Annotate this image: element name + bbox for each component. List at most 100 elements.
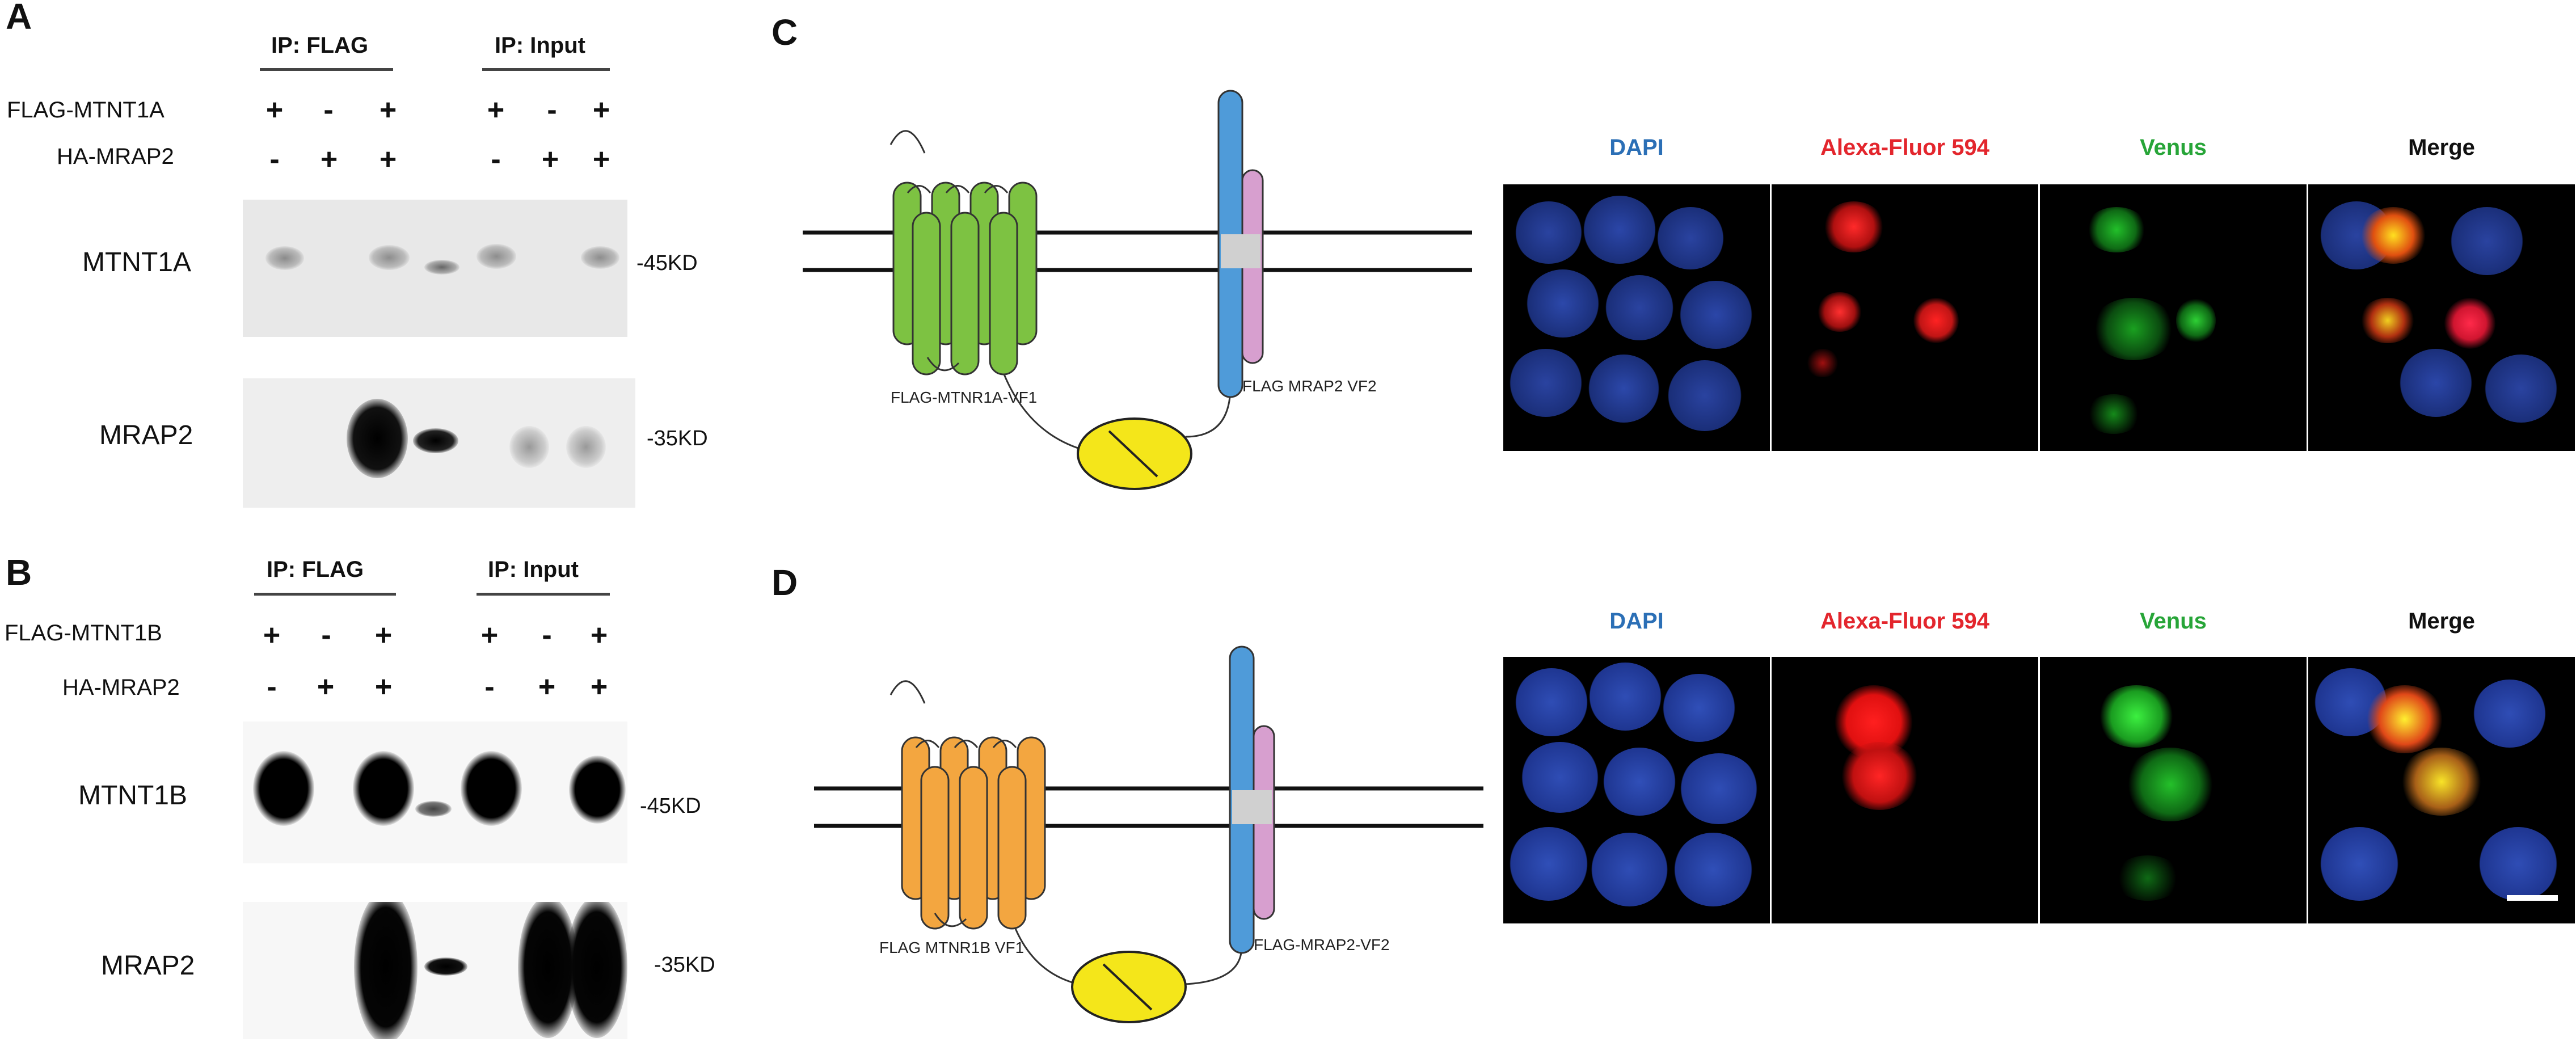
panel-c-diagram: FLAG-MTNR1A-VF1 FLAG MRAP2 VF2 <box>803 90 1472 490</box>
scale-bar <box>2507 895 2558 901</box>
nucleus <box>2399 349 2473 417</box>
venus-complement-icon <box>1077 417 1192 490</box>
sign-cell: + <box>480 619 499 652</box>
sign-cell: - <box>267 670 277 703</box>
blot-band <box>265 246 304 270</box>
panel-b-letter: B <box>6 552 32 593</box>
venus-complement-icon <box>1071 951 1187 1023</box>
sign-cell: - <box>269 143 280 176</box>
blot-band <box>413 428 458 453</box>
nucleus <box>2478 827 2558 901</box>
panel-a-blot-mtnt1a <box>243 200 627 337</box>
nucleus <box>1656 207 1725 269</box>
cell-signal <box>1840 742 1919 810</box>
nucleus <box>2484 355 2558 423</box>
sign-cell: + <box>374 670 393 703</box>
sign-cell: + <box>379 143 397 176</box>
panel-b-row2-label: HA-MRAP2 <box>62 675 180 700</box>
panel-a-ip-input-header: IP: Input <box>495 33 585 58</box>
panel-a-ip-flag-header: IP: FLAG <box>271 33 369 58</box>
cell-signal <box>1823 201 1885 252</box>
panel-a-blot-mrap2 <box>243 378 635 508</box>
panel-c-mrap-label: FLAG MRAP2 VF2 <box>1242 377 1377 395</box>
cell-signal <box>2097 685 2176 748</box>
panel-a-blot1-mw: -45KD <box>636 251 698 275</box>
panel-c-image-dapi <box>1503 184 1770 451</box>
sign-cell: + <box>265 94 284 126</box>
sign-cell: - <box>484 670 495 703</box>
nucleus <box>1515 201 1583 264</box>
sign-cell: - <box>547 94 557 126</box>
panel-a-blot1-label: MTNT1A <box>82 247 191 277</box>
panel-a-row2-label: HA-MRAP2 <box>57 144 174 169</box>
blot-band <box>353 751 414 826</box>
panel-b-ip-input-line <box>477 593 610 596</box>
panel-c-title-merge: Merge <box>2408 135 2475 160</box>
cell-signal <box>2359 298 2416 343</box>
nucleus <box>1605 275 1673 340</box>
nucleus <box>1591 833 1668 906</box>
cell-signal <box>2365 685 2444 753</box>
cell-signal <box>2125 748 2216 821</box>
cell-signal <box>1806 349 1840 377</box>
panel-d-title-alexa: Alexa-Fluor 594 <box>1820 609 1989 634</box>
panel-a-letter: A <box>6 0 32 37</box>
panel-c-title-alexa: Alexa-Fluor 594 <box>1820 135 1989 160</box>
nucleus <box>1588 663 1662 731</box>
panel-a-ip-flag-line <box>260 68 393 71</box>
panel-b-blot2-label: MRAP2 <box>101 951 195 981</box>
cell-signal <box>2114 855 2182 901</box>
nucleus <box>1520 742 1600 813</box>
sign-cell: + <box>592 143 610 176</box>
panel-b-ip-flag-line <box>254 593 396 596</box>
blot-band <box>354 902 418 1039</box>
panel-c-image-alexa <box>1772 184 2038 451</box>
panel-a-blot2-label: MRAP2 <box>99 420 193 450</box>
sign-cell: + <box>541 143 559 176</box>
cell-signal <box>2359 207 2427 264</box>
panel-c-receptor-label: FLAG-MTNR1A-VF1 <box>891 389 1037 406</box>
sign-cell: - <box>491 143 501 176</box>
blot-band <box>347 399 408 478</box>
panel-d-receptor-label: FLAG MTNR1B VF1 <box>879 939 1024 956</box>
nucleus <box>1673 833 1753 906</box>
sign-cell: + <box>592 94 610 126</box>
blot-band <box>424 957 467 976</box>
blot-band <box>509 426 549 468</box>
nucleus <box>1509 349 1583 417</box>
cell-signal <box>2091 298 2176 360</box>
nucleus <box>1515 668 1588 736</box>
sign-cell: + <box>538 670 556 703</box>
sign-cell: + <box>320 143 338 176</box>
blot-band <box>369 245 410 270</box>
panel-b-ip-input-header: IP: Input <box>488 557 579 582</box>
sign-cell: + <box>379 94 397 126</box>
sign-cell: + <box>590 670 608 703</box>
panel-d-title-venus: Venus <box>2140 609 2207 634</box>
panel-d-image-alexa <box>1772 657 2038 923</box>
blot-band <box>566 902 627 1038</box>
receptor-7tm-icon <box>889 130 1101 455</box>
panel-c-image-merge <box>2308 184 2575 451</box>
sign-cell: - <box>323 94 334 126</box>
panel-b-ip-flag-header: IP: FLAG <box>267 557 364 582</box>
panel-d-diagram: FLAG MTNR1B VF1 FLAG-MRAP2-VF2 <box>814 646 1483 1023</box>
mrap2-dimer-icon <box>1185 646 1275 985</box>
panel-c-image-venus <box>2040 184 2307 451</box>
nucleus <box>1509 827 1588 901</box>
sign-cell: + <box>317 670 335 703</box>
cell-signal <box>2444 298 2495 349</box>
sign-cell: - <box>542 619 552 652</box>
nucleus <box>2473 680 2547 748</box>
receptor-7tm-icon <box>889 680 1095 988</box>
nucleus <box>1583 196 1656 264</box>
blot-band <box>569 756 626 824</box>
nucleus <box>2450 207 2524 275</box>
panel-b-blot1-mw: -45KD <box>640 794 701 818</box>
sign-cell: + <box>374 619 393 652</box>
panel-d-image-merge <box>2308 657 2575 923</box>
panel-b-blot2-mw: -35KD <box>654 953 715 977</box>
cell-signal <box>2085 207 2148 252</box>
nucleus <box>1588 355 1659 423</box>
blot-band <box>477 244 516 269</box>
